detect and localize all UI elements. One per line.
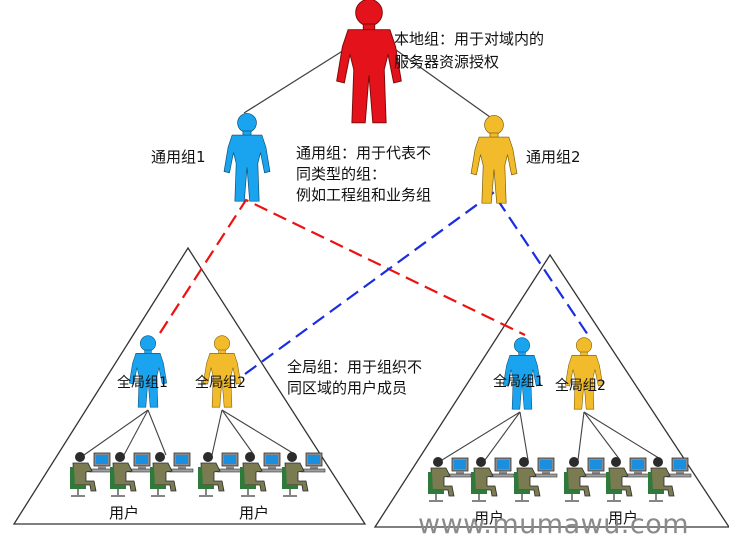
right-users-b — [563, 456, 692, 502]
user-computer-icon — [197, 451, 242, 497]
local-group-desc-line2: 服务器资源授权 — [394, 53, 500, 71]
universal-group1-label: 通用组1 — [151, 148, 206, 166]
local-to-universal1-line — [243, 39, 361, 114]
user-computer-icon — [647, 456, 692, 502]
local-group-person-icon — [335, 0, 403, 124]
right-users-a — [427, 456, 558, 502]
universal-group-desc-line2: 同类型的组： — [296, 165, 387, 183]
universal-group-desc-line3: 例如工程组和业务组 — [296, 186, 432, 204]
right-global-group2-person-icon — [564, 337, 604, 410]
user-computer-icon — [239, 451, 284, 497]
right-domain-triangle — [373, 253, 729, 528]
user-computer-icon — [470, 456, 515, 502]
universal-group2-label: 通用组2 — [526, 148, 581, 166]
universal-group1-person-icon — [223, 112, 271, 202]
user-computer-icon — [109, 451, 154, 497]
left-users-b — [197, 451, 326, 497]
user-computer-icon — [605, 456, 650, 502]
right-global-group1-label: 全局组1 — [493, 374, 544, 390]
universal-group-desc-line1: 通用组：用于代表不 — [296, 144, 432, 162]
user-computer-icon — [513, 456, 558, 502]
left-users-a-label: 用户 — [109, 504, 140, 522]
user-computer-icon — [281, 451, 326, 497]
user-computer-icon — [149, 451, 194, 497]
left-global-group2-person-icon — [202, 335, 242, 408]
left-users-b-label: 用户 — [239, 504, 270, 522]
left-global-group1-person-icon — [128, 335, 168, 408]
left-domain-triangle — [12, 246, 367, 525]
right-users-a-label: 用户 — [474, 509, 505, 527]
global-group-desc-line2: 同区域的用户成员 — [287, 379, 408, 397]
local-to-universal2-line — [381, 39, 498, 123]
right-global-group2-label: 全局组2 — [555, 378, 606, 394]
global-to-user-lines — [83, 409, 663, 461]
user-computer-icon — [427, 456, 472, 502]
right-users-b-label: 用户 — [608, 509, 639, 527]
user-computer-icon — [69, 451, 114, 497]
universal2-membership-link — [244, 191, 589, 375]
left-global-group2-label: 全局组2 — [195, 375, 246, 391]
local-group-desc-line1: 本地组：用于对域内的 — [394, 30, 545, 48]
global-group-desc-line1: 全局组：用于组织不 — [287, 358, 423, 376]
universal1-membership-link — [159, 198, 526, 336]
universal-group2-person-icon — [470, 114, 518, 204]
left-global-group1-label: 全局组1 — [117, 375, 168, 391]
user-computer-icon — [563, 456, 608, 502]
hierarchy-lines — [243, 39, 498, 123]
watermark-text: www.mumawu.com — [418, 509, 690, 540]
left-users-a — [69, 451, 194, 497]
